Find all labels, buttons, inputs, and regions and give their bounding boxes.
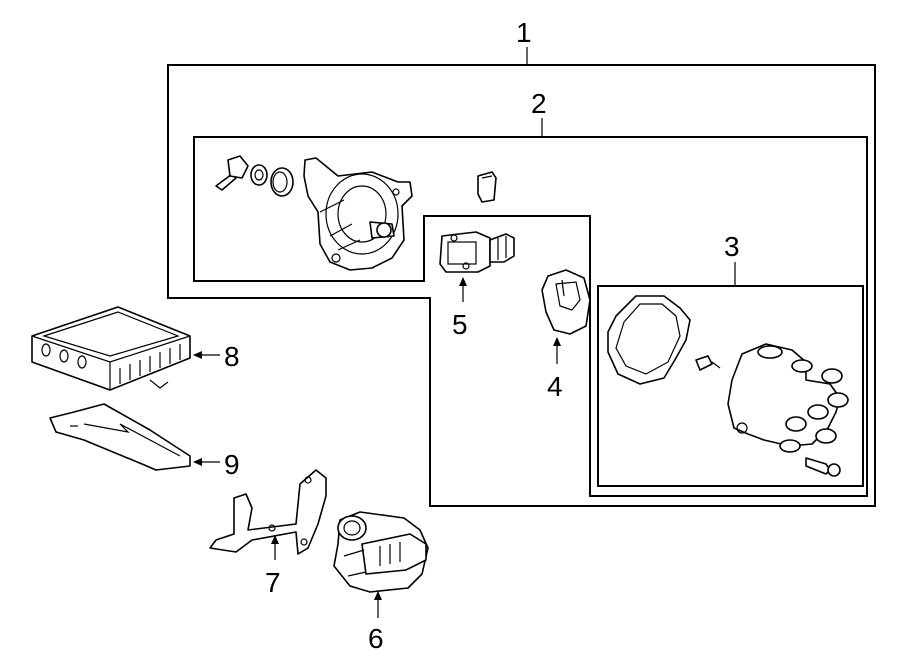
callout-8: 8 xyxy=(224,341,240,372)
frame-assembly-2 xyxy=(193,136,868,497)
part-4-cover xyxy=(541,269,591,335)
callout-5: 5 xyxy=(452,309,468,340)
frame-assembly-3 xyxy=(597,285,864,487)
part-3-cap-set xyxy=(607,295,849,477)
distributor-housing-parts xyxy=(215,155,413,271)
callout-6: 6 xyxy=(368,623,384,654)
callout-9: 9 xyxy=(224,449,240,480)
part-9-bracket xyxy=(49,403,191,471)
part-5-sensor xyxy=(439,231,515,273)
grommet xyxy=(477,171,497,203)
callout-7: 7 xyxy=(265,567,281,598)
callout-4: 4 xyxy=(547,371,563,402)
part-7-bracket xyxy=(209,469,327,555)
part-6-ignition-coil xyxy=(333,511,429,593)
callout-3: 3 xyxy=(724,231,740,262)
part-8-control-module xyxy=(31,306,191,391)
callout-1: 1 xyxy=(516,17,532,48)
callout-2: 2 xyxy=(531,88,547,119)
frame-assembly-1 xyxy=(167,64,876,507)
